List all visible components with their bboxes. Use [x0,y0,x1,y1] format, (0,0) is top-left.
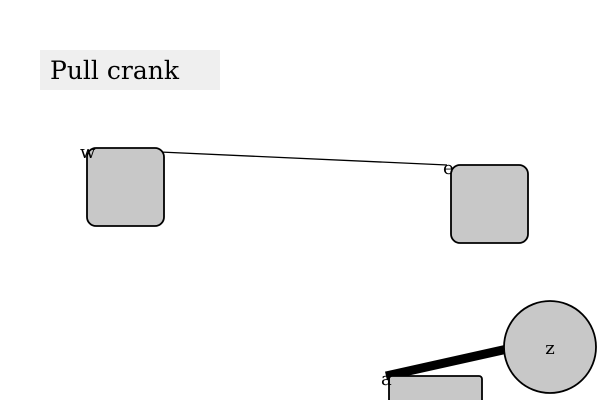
label-a: a [381,369,392,390]
label-e: e [443,158,454,179]
crank-link-a-z [385,343,513,381]
wheel-z[interactable] [503,300,597,394]
link-w-e [159,151,448,166]
title-label: Pull crank [50,55,179,85]
block-w[interactable] [86,147,165,227]
block-a[interactable] [388,375,483,400]
label-w: w [80,142,96,163]
label-z: z [545,338,554,359]
title-button[interactable]: Pull crank [40,50,220,90]
block-e[interactable] [450,164,529,244]
